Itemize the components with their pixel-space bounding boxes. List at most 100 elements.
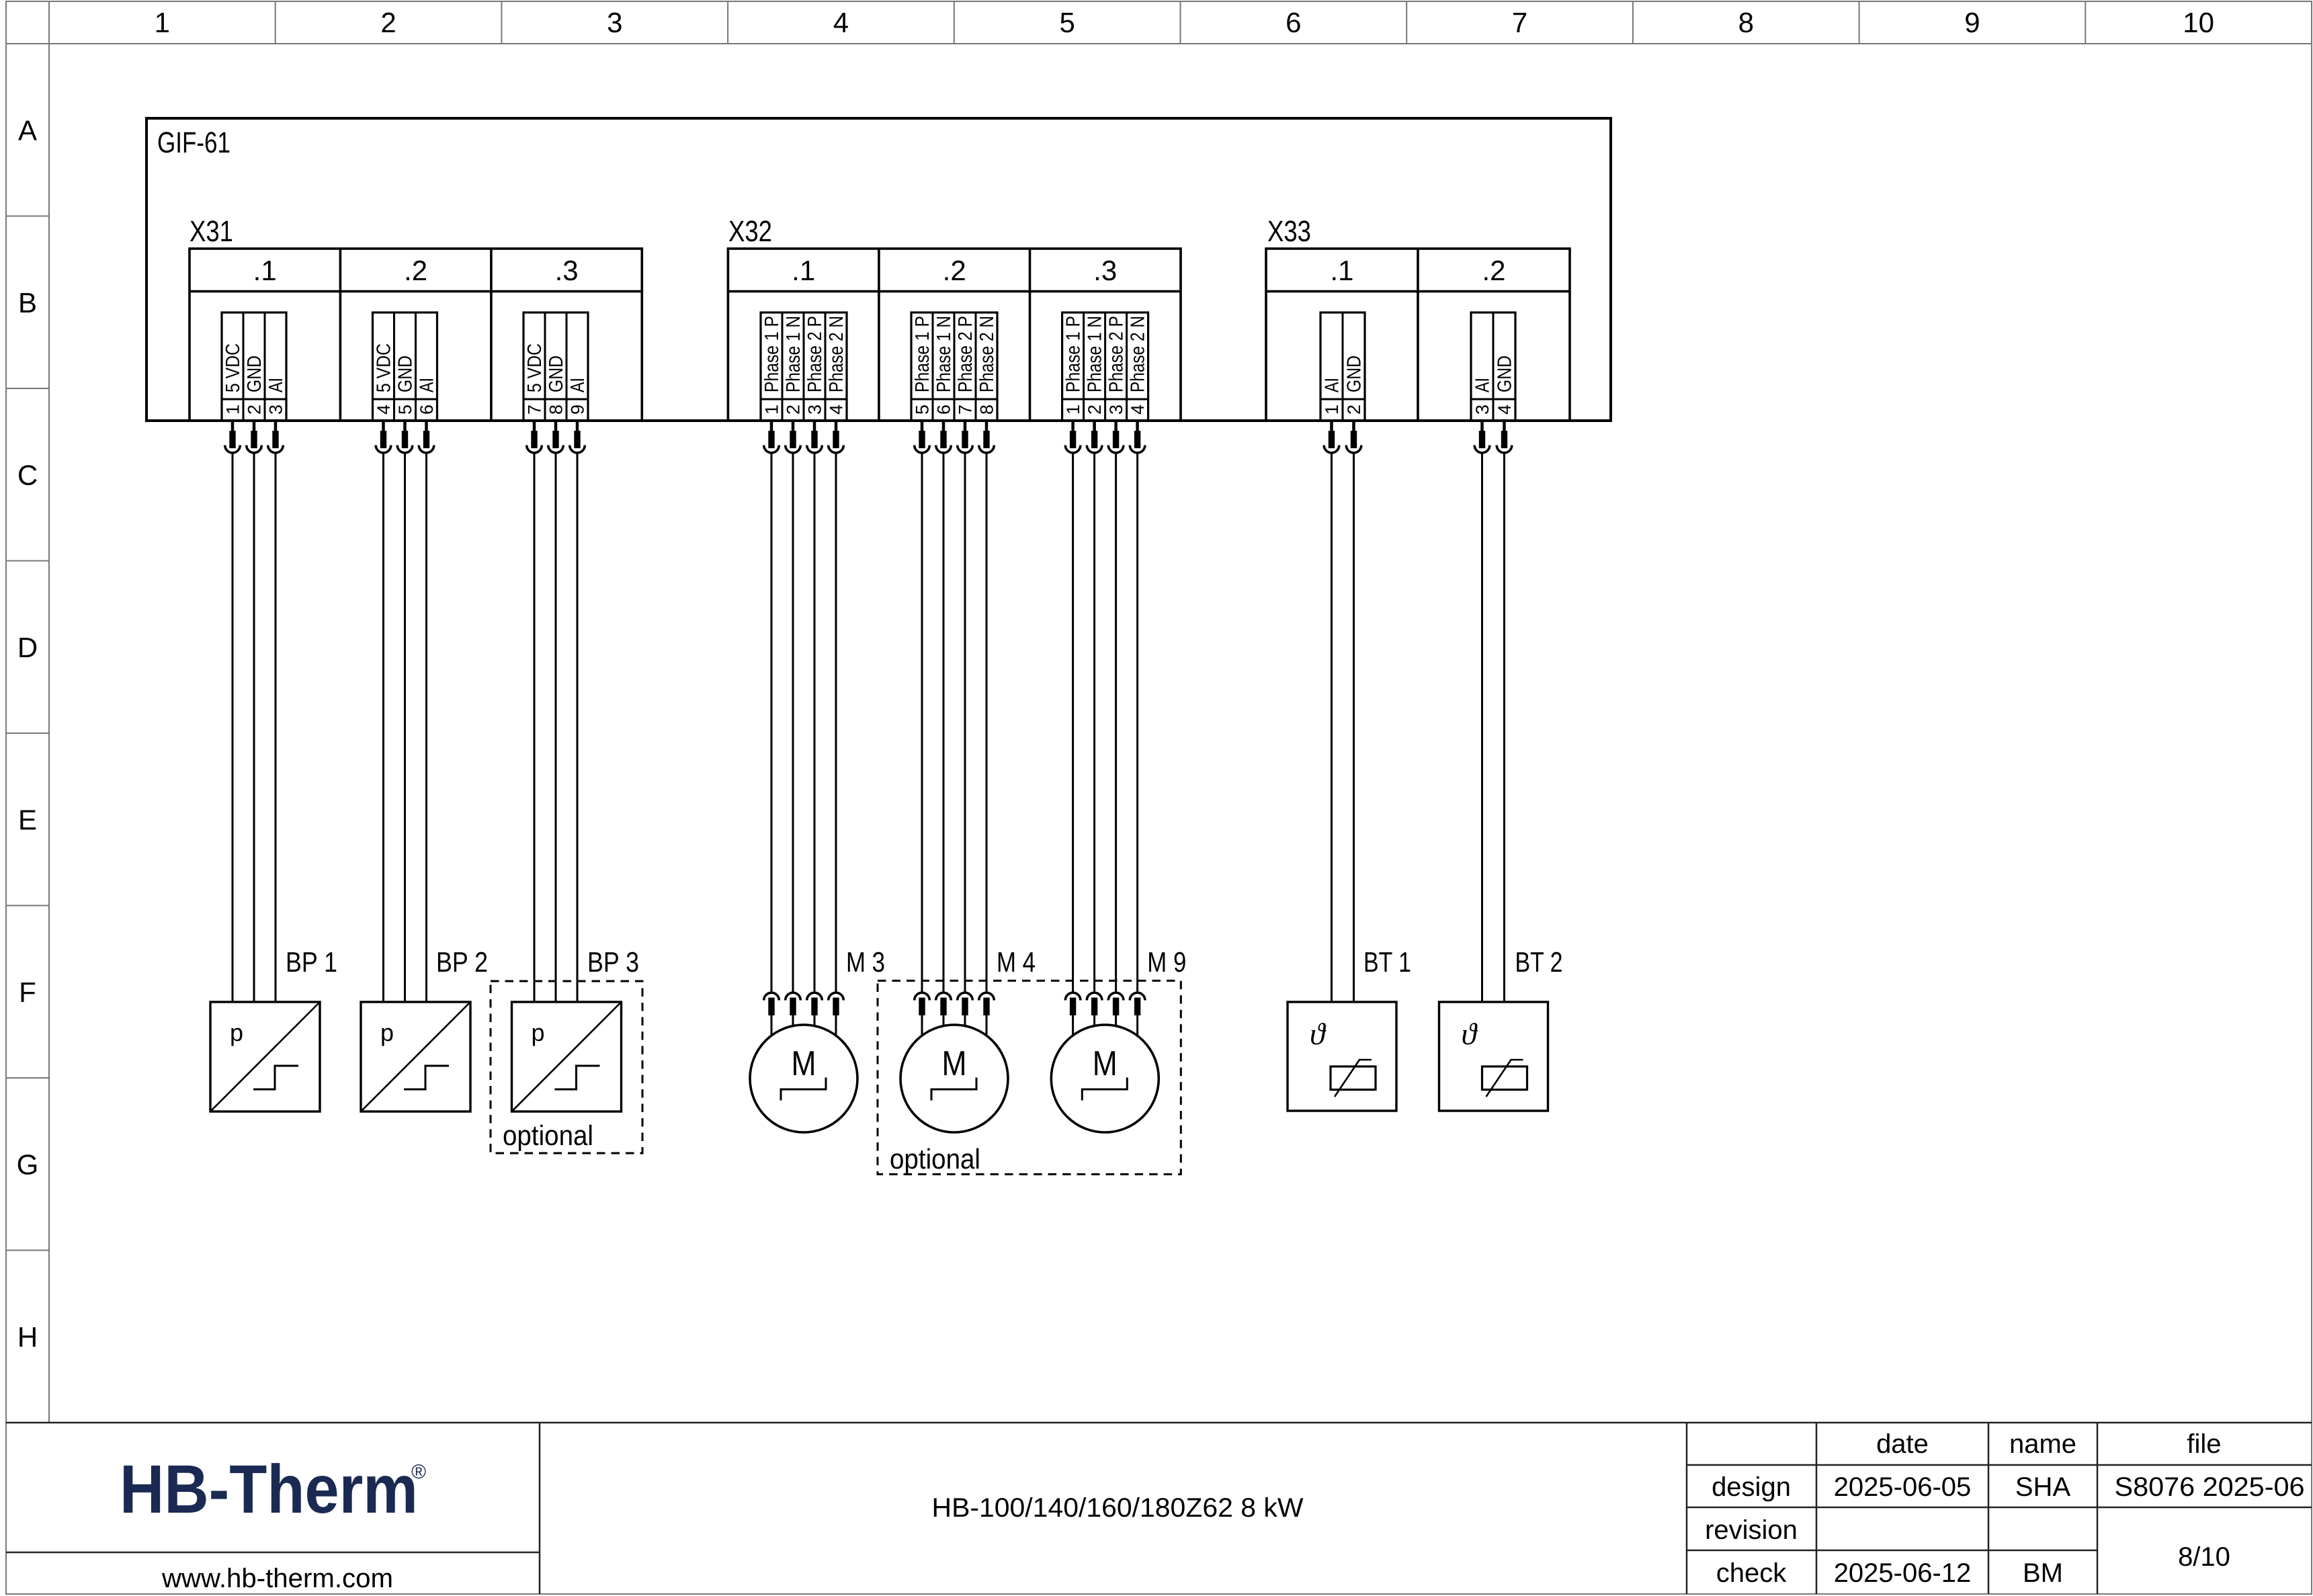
svg-text:4: 4 <box>1495 405 1515 415</box>
svg-text:HB-Therm: HB-Therm <box>120 1451 418 1527</box>
svg-text:1: 1 <box>1063 405 1083 415</box>
svg-text:AI: AI <box>417 378 438 392</box>
svg-text:7: 7 <box>1512 7 1527 38</box>
svg-text:7: 7 <box>525 405 545 415</box>
svg-text:M 3: M 3 <box>846 946 885 978</box>
svg-text:®: ® <box>411 1461 426 1483</box>
svg-text:name: name <box>2009 1429 2076 1459</box>
svg-text:optional: optional <box>890 1143 980 1175</box>
svg-text:X31: X31 <box>190 215 233 248</box>
svg-text:1: 1 <box>155 7 170 38</box>
svg-text:.2: .2 <box>1482 255 1505 286</box>
svg-text:7: 7 <box>956 405 976 415</box>
svg-text:www.hb-therm.com: www.hb-therm.com <box>161 1564 393 1593</box>
svg-text:2: 2 <box>380 7 396 38</box>
svg-text:2: 2 <box>1085 405 1105 415</box>
svg-text:AI: AI <box>567 378 589 392</box>
svg-text:2: 2 <box>1344 405 1364 415</box>
svg-text:4: 4 <box>827 405 847 415</box>
svg-text:.1: .1 <box>253 255 277 286</box>
svg-text:8/10: 8/10 <box>2178 1542 2230 1572</box>
svg-text:GIF-61: GIF-61 <box>157 126 230 159</box>
svg-text:3: 3 <box>1106 405 1126 415</box>
svg-text:revision: revision <box>1705 1515 1798 1545</box>
svg-text:9: 9 <box>1964 7 1980 38</box>
svg-text:5 VDC: 5 VDC <box>222 343 244 392</box>
svg-text:p: p <box>230 1019 243 1046</box>
svg-text:1: 1 <box>762 405 782 415</box>
svg-text:Phase 1 P: Phase 1 P <box>912 316 933 392</box>
svg-text:H: H <box>17 1321 38 1353</box>
svg-text:design: design <box>1712 1472 1791 1502</box>
svg-text:8: 8 <box>977 405 997 415</box>
svg-text:.1: .1 <box>792 255 815 286</box>
svg-text:.3: .3 <box>555 255 579 286</box>
svg-text:HB-100/140/160/180Z62 8 kW: HB-100/140/160/180Z62 8 kW <box>932 1493 1304 1523</box>
svg-text:SHA: SHA <box>2015 1472 2071 1502</box>
svg-text:Phase 2 P: Phase 2 P <box>804 316 826 392</box>
svg-text:GND: GND <box>1495 355 1516 392</box>
svg-text:A: A <box>18 114 37 146</box>
svg-text:GND: GND <box>1344 355 1365 392</box>
svg-text:6: 6 <box>934 405 954 415</box>
svg-text:date: date <box>1876 1429 1929 1459</box>
svg-text:M 4: M 4 <box>997 946 1036 978</box>
svg-text:5: 5 <box>1059 7 1075 38</box>
svg-text:2025-06-12: 2025-06-12 <box>1834 1558 1972 1588</box>
svg-text:10: 10 <box>2183 7 2214 38</box>
svg-text:AI: AI <box>1472 378 1494 392</box>
svg-text:3: 3 <box>805 405 825 415</box>
svg-text:S8076 2025-06: S8076 2025-06 <box>2115 1472 2305 1502</box>
svg-text:G: G <box>17 1148 39 1180</box>
svg-text:8: 8 <box>546 405 566 415</box>
svg-text:AI: AI <box>1322 378 1343 392</box>
svg-text:.1: .1 <box>1330 255 1353 286</box>
svg-text:M: M <box>792 1044 816 1083</box>
svg-text:ϑ: ϑ <box>1462 1017 1478 1051</box>
svg-text:4: 4 <box>1128 405 1148 415</box>
svg-text:C: C <box>17 459 38 491</box>
svg-text:Phase 2 N: Phase 2 N <box>976 316 998 392</box>
svg-text:M 9: M 9 <box>1147 946 1186 978</box>
svg-text:BT 2: BT 2 <box>1515 946 1563 978</box>
svg-text:check: check <box>1716 1558 1787 1588</box>
svg-text:3: 3 <box>266 405 286 415</box>
svg-text:3: 3 <box>607 7 622 38</box>
svg-text:D: D <box>17 632 38 663</box>
svg-text:GND: GND <box>244 355 265 392</box>
svg-text:F: F <box>19 976 36 1008</box>
svg-text:5 VDC: 5 VDC <box>374 343 395 392</box>
svg-text:Phase 1 P: Phase 1 P <box>761 316 783 392</box>
svg-text:9: 9 <box>568 405 588 415</box>
svg-text:GND: GND <box>546 355 567 392</box>
svg-text:Phase 1 N: Phase 1 N <box>783 316 804 392</box>
svg-text:Phase 2 N: Phase 2 N <box>1128 316 1149 392</box>
svg-text:BP 1: BP 1 <box>286 946 337 978</box>
svg-text:optional: optional <box>503 1120 593 1151</box>
svg-text:1: 1 <box>1322 405 1342 415</box>
svg-text:Phase 2 P: Phase 2 P <box>955 316 976 392</box>
svg-text:6: 6 <box>1286 7 1301 38</box>
svg-text:BT 1: BT 1 <box>1363 946 1411 978</box>
svg-text:file: file <box>2187 1429 2221 1459</box>
svg-text:p: p <box>380 1019 394 1046</box>
svg-text:p: p <box>532 1019 545 1046</box>
svg-text:Phase 1 N: Phase 1 N <box>933 316 955 392</box>
svg-text:Phase 1 N: Phase 1 N <box>1085 316 1106 392</box>
svg-text:BM: BM <box>2023 1558 2063 1588</box>
svg-text:5: 5 <box>395 405 415 415</box>
svg-text:5 VDC: 5 VDC <box>524 343 546 392</box>
svg-text:BP 3: BP 3 <box>587 946 639 978</box>
svg-text:5: 5 <box>913 405 933 415</box>
svg-text:Phase 2 N: Phase 2 N <box>826 316 847 392</box>
svg-text:2: 2 <box>245 405 265 415</box>
svg-text:GND: GND <box>395 355 417 392</box>
svg-text:4: 4 <box>374 405 394 415</box>
svg-text:2: 2 <box>784 405 804 415</box>
svg-text:Phase 2 P: Phase 2 P <box>1106 316 1128 392</box>
svg-text:M: M <box>1093 1044 1118 1083</box>
svg-text:AI: AI <box>265 378 287 392</box>
svg-text:2025-06-05: 2025-06-05 <box>1834 1472 1972 1502</box>
svg-text:3: 3 <box>1472 405 1492 415</box>
svg-text:8: 8 <box>1738 7 1754 38</box>
